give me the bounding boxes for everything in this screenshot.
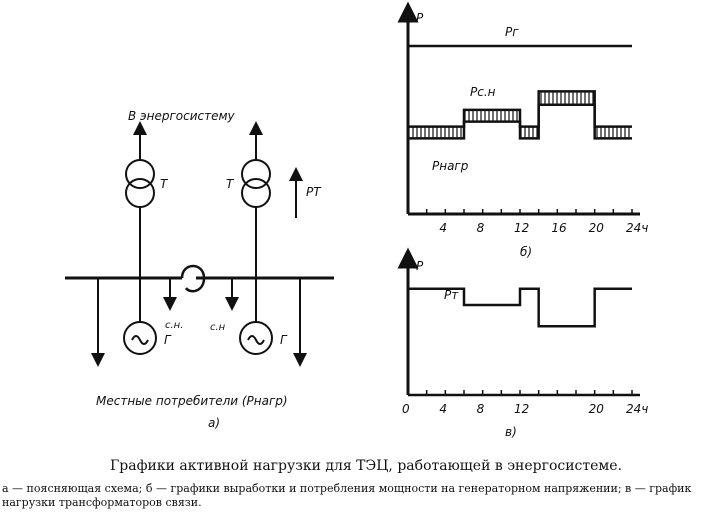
chart-c-series <box>408 287 632 328</box>
figure-caption: Графики активной нагрузки для ТЭЦ, работ… <box>110 458 623 474</box>
aux-consumption-band <box>464 109 520 122</box>
transformer-right-label: T <box>226 177 235 191</box>
pt-label: Pт <box>444 288 459 302</box>
local-consumers-label: Местные потребители (Pнагр) <box>96 394 288 408</box>
aux-consumption-band <box>408 126 464 139</box>
chart-b: P 4 8 12 16 20 24ч Pг Pс.н Pнагр б) <box>397 1 648 259</box>
chart-tick-label: 24ч <box>626 221 648 235</box>
transformer-left-label: T <box>160 177 169 191</box>
chart-tick-label: 8 <box>477 402 485 416</box>
chart-b-p-label: P <box>416 11 424 25</box>
sub-label-b: б) <box>520 245 532 259</box>
figure-legend: а — поясняющая схема; б — графики вырабо… <box>2 482 692 509</box>
chart-tick-label: 8 <box>477 221 485 235</box>
chart-tick-label: 12 <box>514 402 529 416</box>
psn-label: Pс.н <box>470 85 496 99</box>
generator-right-label: Г <box>280 333 288 347</box>
generator-right-icon <box>239 321 273 355</box>
generator-left-icon <box>123 321 157 355</box>
aux-consumption-band <box>538 91 595 105</box>
aux-right-label: с.н <box>210 322 226 333</box>
chart-b-ticks: 4 8 12 16 20 24ч <box>425 209 648 235</box>
chart-tick-label: 24ч <box>626 402 648 416</box>
chart-c-ticks: 0 4 8 12 20 24ч <box>402 390 648 416</box>
transformer-left-icon <box>125 159 155 208</box>
generator-left-label: Г <box>164 333 172 347</box>
pnagr-label: Pнагр <box>432 159 469 173</box>
series-line-0 <box>408 287 632 328</box>
chart-tick-label: 20 <box>589 402 605 416</box>
aux-consumption-band <box>520 126 539 139</box>
chart-tick-label: 12 <box>514 221 529 235</box>
aux-left-label: с.н. <box>165 320 183 331</box>
energy-system-label: В энергосистему <box>128 109 236 123</box>
transformer-right-icon <box>241 159 271 208</box>
chart-tick-label: 4 <box>439 221 447 235</box>
chart-c-p-label: P <box>416 259 424 273</box>
chart-tick-label: 0 <box>402 402 410 416</box>
schematic-a: В энергосистему T T PT с.н. <box>65 109 334 430</box>
chart-tick-label: 16 <box>551 221 567 235</box>
sub-label-a: а) <box>208 416 220 430</box>
aux-consumption-band <box>594 126 632 139</box>
chart-b-series <box>408 44 632 140</box>
sub-label-c: в) <box>505 425 517 439</box>
pg-label: Pг <box>505 25 519 39</box>
power-flow-label: PT <box>306 185 322 199</box>
chart-tick-label: 20 <box>589 221 605 235</box>
chart-c: P 0 4 8 12 20 24ч Pт в) <box>397 247 648 439</box>
chart-tick-label: 4 <box>439 402 447 416</box>
